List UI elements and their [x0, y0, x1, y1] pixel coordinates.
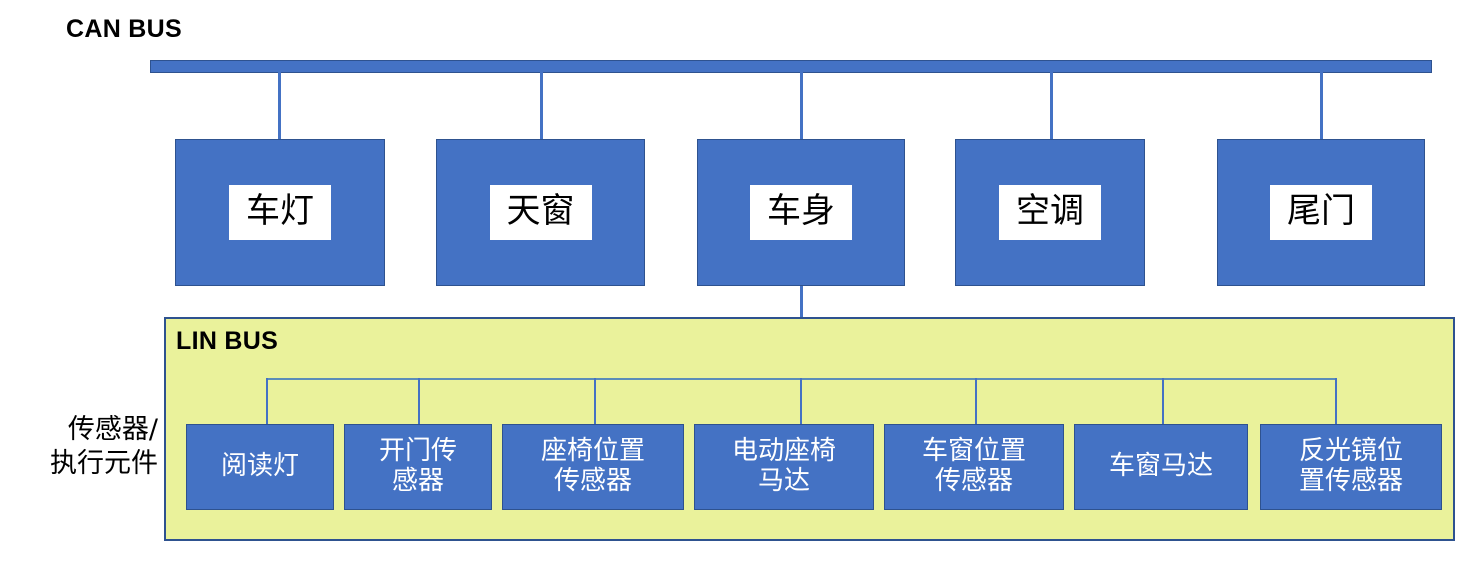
- can-drop-line-1: [278, 72, 281, 140]
- lin-node-reading-light[interactable]: 阅读灯: [186, 424, 334, 510]
- lin-node-seat-position-sensor[interactable]: 座椅位置 传感器: [502, 424, 684, 510]
- can-node-label: 空调: [999, 185, 1101, 240]
- can-drop-line-4: [1050, 72, 1053, 140]
- lin-drop-line-3: [594, 378, 596, 424]
- lin-node-label-line2: 感器: [391, 466, 444, 496]
- can-node-label: 车灯: [229, 185, 331, 240]
- lin-node-label-line2: 马达: [757, 466, 810, 496]
- lin-node-label-line1: 反光镜位: [1298, 436, 1403, 467]
- can-node-body[interactable]: 车身: [697, 139, 905, 286]
- lin-node-label: 电动座椅 马达: [728, 437, 840, 496]
- can-bus-backbone: [150, 60, 1432, 73]
- can-node-label: 车身: [750, 185, 852, 240]
- can-node-tailgate[interactable]: 尾门: [1217, 139, 1425, 286]
- lin-bus-title: LIN BUS: [176, 327, 279, 355]
- side-label-line1: 传感器/: [67, 414, 158, 445]
- lin-node-label: 车窗位置 传感器: [918, 437, 1030, 496]
- lin-node-label-line1: 车窗位置: [921, 436, 1026, 467]
- lin-node-label: 车窗马达: [1105, 451, 1217, 482]
- can-bus-title: CAN BUS: [66, 15, 182, 43]
- sensor-actuator-side-label: 传感器/ 执行元件: [12, 413, 158, 481]
- can-node-hvac[interactable]: 空调: [955, 139, 1145, 286]
- lin-drop-line-4: [800, 378, 802, 424]
- lin-node-label-line1: 车窗马达: [1108, 451, 1213, 482]
- lin-node-door-open-sensor[interactable]: 开门传 感器: [344, 424, 492, 510]
- can-node-sunroof[interactable]: 天窗: [436, 139, 645, 286]
- can-drop-line-3: [800, 72, 803, 140]
- lin-node-label-line1: 座椅位置: [540, 436, 645, 467]
- can-node-label: 天窗: [489, 185, 592, 240]
- lin-drop-line-6: [1162, 378, 1164, 424]
- lin-node-label-line1: 阅读灯: [220, 451, 299, 482]
- lin-drop-line-2: [418, 378, 420, 424]
- lin-node-label-line1: 开门传: [378, 436, 457, 467]
- lin-node-label-line2: 置传感器: [1298, 466, 1403, 496]
- lin-node-window-position-sensor[interactable]: 车窗位置 传感器: [884, 424, 1064, 510]
- side-label-line2: 执行元件: [50, 448, 158, 480]
- lin-node-window-motor[interactable]: 车窗马达: [1074, 424, 1248, 510]
- lin-drop-line-5: [975, 378, 977, 424]
- lin-node-label: 反光镜位 置传感器: [1295, 437, 1407, 496]
- lin-drop-line-7: [1335, 378, 1337, 424]
- lin-node-label-line2: 传感器: [934, 466, 1013, 496]
- lin-node-mirror-position-sensor[interactable]: 反光镜位 置传感器: [1260, 424, 1442, 510]
- lin-drop-line-1: [266, 378, 268, 424]
- can-node-headlight[interactable]: 车灯: [175, 139, 385, 286]
- can-drop-line-2: [540, 72, 543, 140]
- lin-node-label: 阅读灯: [217, 451, 303, 482]
- lin-node-power-seat-motor[interactable]: 电动座椅 马达: [694, 424, 874, 510]
- lin-node-label-line1: 电动座椅: [731, 436, 836, 467]
- can-node-label: 尾门: [1270, 185, 1372, 240]
- lin-node-label: 开门传 感器: [375, 437, 461, 496]
- lin-node-label: 座椅位置 传感器: [537, 437, 649, 496]
- lin-node-label-line2: 传感器: [553, 466, 632, 496]
- can-drop-line-5: [1320, 72, 1323, 140]
